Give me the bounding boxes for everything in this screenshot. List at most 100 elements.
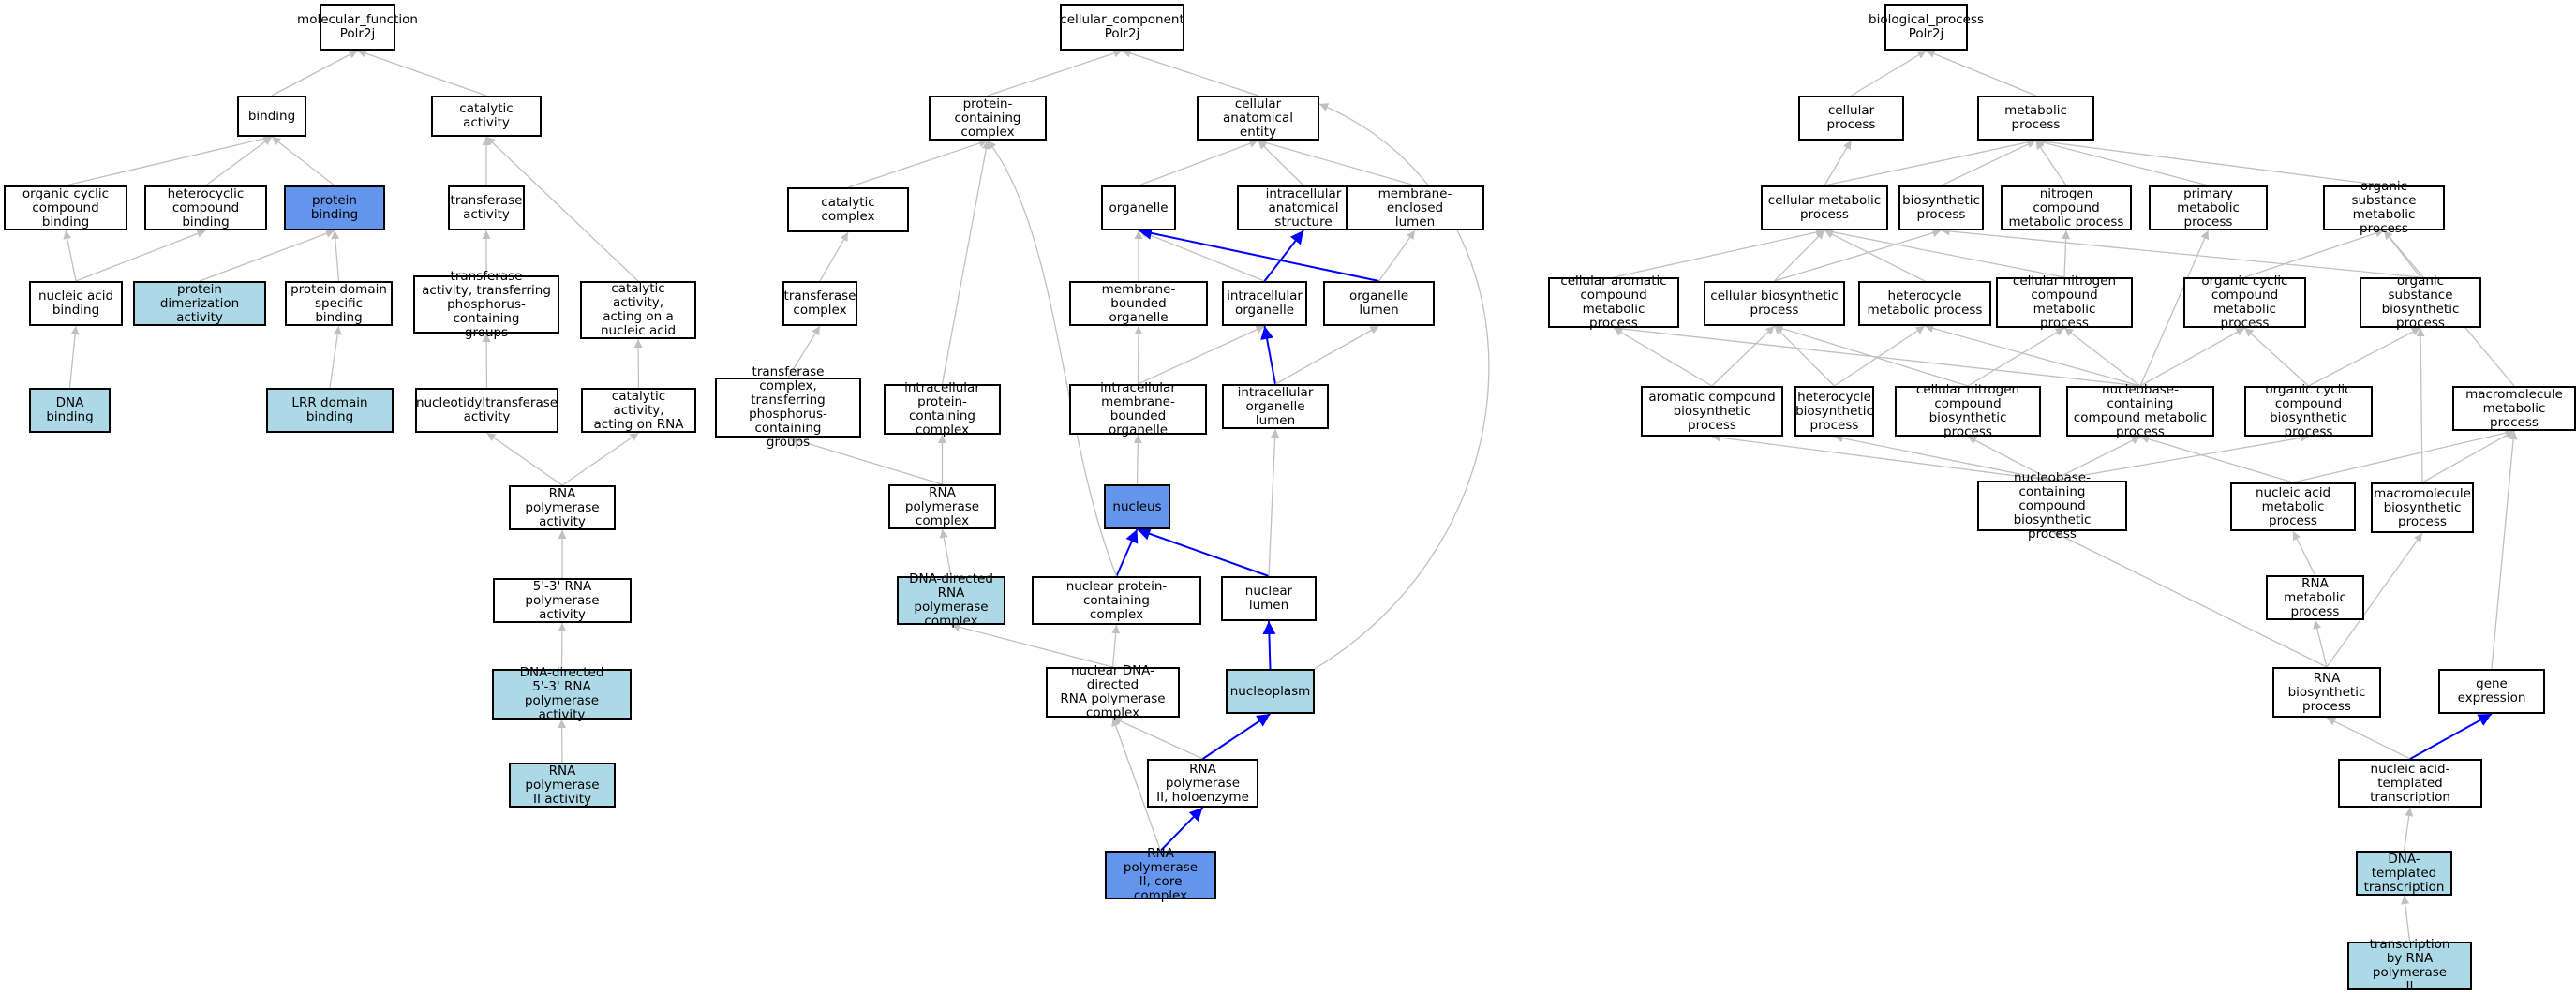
node-rnap-act[interactable]: RNA polymerase activity <box>509 485 616 530</box>
node-prim-met[interactable]: primary metabolic process <box>2149 185 2268 230</box>
node-rnap2-core[interactable]: RNA polymerase II, core complex <box>1105 847 1216 903</box>
node-nuc-lumen[interactable]: nuclear lumen <box>1221 576 1317 621</box>
edge-cat_rna-to-cat_nucacid <box>633 338 643 389</box>
node-org-cyc-bind[interactable]: organic cyclic compound binding <box>4 185 127 230</box>
node-lrr[interactable]: LRR domain binding <box>266 388 394 433</box>
node-cat-nucacid[interactable]: catalytic activity, acting on a nucleic … <box>580 281 696 339</box>
node-cell-met[interactable]: cellular metabolic process <box>1761 185 1888 230</box>
node-prot-bind[interactable]: protein binding <box>284 185 385 230</box>
node-het-bind[interactable]: heterocyclic compound binding <box>144 185 267 230</box>
node-dd-rnap-complex[interactable]: DNA-directed RNA polymerase complex <box>897 572 1005 629</box>
edge-arom_biosyn-to-cell_arom_met <box>1613 327 1713 387</box>
node-organelle[interactable]: organelle <box>1101 185 1176 230</box>
edge-intra_org_lumen-to-org_lumen <box>1274 325 1379 385</box>
edge-hetcyc_biosyn-to-hetcyc_met <box>1834 325 1926 387</box>
node-cc-root[interactable]: cellular_component Polr2j <box>1060 4 1184 51</box>
node-arom-biosyn[interactable]: aromatic compound biosynthetic process <box>1641 386 1783 437</box>
node-org-cyc-biosyn[interactable]: organic cyclic compound biosynthetic pro… <box>2244 383 2373 439</box>
node-prot-domain[interactable]: protein domain specific binding <box>285 281 393 326</box>
node-binding[interactable]: binding <box>237 96 306 137</box>
node-nucbase-biosyn[interactable]: nucleobase-containing compound biosynthe… <box>1977 470 2127 541</box>
node-mem-encl[interactable]: membrane-enclosed lumen <box>1346 185 1484 230</box>
node-cell-nitro-met[interactable]: cellular nitrogen compound metabolic pro… <box>1996 274 2133 331</box>
node-prot-complex[interactable]: protein-containing complex <box>929 96 1047 141</box>
edge-cat_nucacid-to-cat_act <box>485 136 639 282</box>
node-dna-transc[interactable]: DNA-templated transcription <box>2356 851 2452 896</box>
edge-dd_rnap_complex-to-rnap_complex <box>939 528 952 577</box>
node-macro-biosyn[interactable]: macromolecule biosynthetic process <box>2371 482 2474 533</box>
node-org-sub-met[interactable]: organic substance metabolic process <box>2323 180 2445 236</box>
edge-nucbase_met-to-hetcyc_met <box>1924 324 2141 387</box>
edge-cat_complex-to-prot_complex <box>847 139 989 188</box>
node-bp-root[interactable]: biological_process Polr2j <box>1869 4 1984 51</box>
edge-nucbase_biosyn-to-nucbase_met <box>2051 436 2141 482</box>
node-biosyn[interactable]: biosynthetic process <box>1898 185 1984 230</box>
node-dd-rnap53[interactable]: DNA-directed 5'-3' RNA polymerase activi… <box>492 666 632 722</box>
node-nuc-prot-complex[interactable]: nuclear protein-containing complex <box>1032 576 1201 625</box>
node-transferase-act[interactable]: transferase activity <box>448 185 525 230</box>
node-mem-bound-org[interactable]: membrane-bounded organelle <box>1069 281 1208 326</box>
edge-nuc_prot_complex-to-prot_complex <box>987 140 1118 577</box>
node-nucleoplasm[interactable]: nucleoplasm <box>1226 669 1315 714</box>
node-intra-org[interactable]: intracellular organelle <box>1222 281 1307 326</box>
node-nuc-acid-bind[interactable]: nucleic acid binding <box>29 281 123 326</box>
node-rna-met[interactable]: RNA metabolic process <box>2266 575 2364 620</box>
node-rnap53[interactable]: 5'-3' RNA polymerase activity <box>493 578 632 623</box>
node-rnap-complex[interactable]: RNA polymerase complex <box>888 484 996 529</box>
edge-intra_mem_org-to-intra_org <box>1138 325 1265 385</box>
edge-rnap_complex-to-transf_complex_phos <box>787 436 943 485</box>
node-rnap2-holo[interactable]: RNA polymerase II, holoenzyme <box>1147 759 1258 808</box>
node-gene-expr[interactable]: gene expression <box>2438 669 2545 714</box>
node-nucleotidyl[interactable]: nucleotidyltransferase activity <box>415 388 558 433</box>
node-nitro-met[interactable]: nitrogen compound metabolic process <box>2001 185 2132 230</box>
edge-nucleoplasm-to-nuc_lumen <box>1262 620 1276 670</box>
edge-prot_domain-to-prot_bind <box>331 230 340 282</box>
edge-nucbase_biosyn-to-arom_biosyn <box>1711 433 2053 482</box>
node-mf-root[interactable]: molecular_function Polr2j <box>297 4 418 51</box>
node-nucleus[interactable]: nucleus <box>1104 484 1170 529</box>
node-intra-mem-org[interactable]: intracellular membrane-bounded organelle <box>1069 381 1207 438</box>
node-org-cyc-met[interactable]: organic cyclic compound metabolic proces… <box>2183 274 2306 331</box>
node-cell-anat[interactable]: cellular anatomical entity <box>1197 96 1319 141</box>
edge-nucbase_biosyn-to-hetcyc_biosyn <box>1834 434 2053 482</box>
node-met-proc[interactable]: metabolic process <box>1977 96 2094 141</box>
node-cell-nitro-biosyn[interactable]: cellular nitrogen compound biosynthetic … <box>1895 383 2041 439</box>
edge-org_cyc_met-to-org_sub_met <box>2244 229 2385 278</box>
node-hetcyc-met[interactable]: heterocycle metabolic process <box>1858 281 1991 326</box>
node-cell-proc[interactable]: cellular process <box>1798 96 1904 141</box>
edge-org_sub_met-to-met_proc <box>2035 137 2385 186</box>
node-dna-bind[interactable]: DNA binding <box>29 388 111 433</box>
edge-nucbase_met-to-org_cyc_met <box>2139 327 2245 387</box>
node-cat-rna[interactable]: catalytic activity, acting on RNA <box>581 388 696 433</box>
edge-dna_bind-to-nuc_acid_bind <box>68 325 80 389</box>
node-macro-met[interactable]: macromolecule metabolic process <box>2452 386 2576 431</box>
node-cat-act[interactable]: catalytic activity <box>431 96 542 137</box>
node-nucbase-met[interactable]: nucleobase-containing compound metabolic… <box>2066 383 2214 439</box>
node-prot-dimer[interactable]: protein dimerization activity <box>133 281 266 326</box>
edge-nuc_lumen-to-intra_org_lumen <box>1268 428 1280 577</box>
edge-cell_biosyn-to-biosyn <box>1774 229 1942 282</box>
node-org-lumen[interactable]: organelle lumen <box>1323 281 1435 326</box>
node-hetcyc-biosyn[interactable]: heterocycle biosynthetic process <box>1794 386 1874 437</box>
node-intra-prot-complex[interactable]: intracellular protein-containing complex <box>884 381 1001 438</box>
node-transc-rnap2[interactable]: transcription by RNA polymerase II <box>2347 938 2472 994</box>
node-org-sub-biosyn[interactable]: organic substance biosynthetic process <box>2360 274 2481 331</box>
edge-rna_biosyn-to-nucbase_biosyn <box>2051 530 2328 668</box>
edge-rnap2_core-to-nuc_dd_rnap <box>1111 717 1162 852</box>
node-cat-complex[interactable]: catalytic complex <box>787 187 909 232</box>
edge-cell_met-to-cell_proc <box>1824 140 1853 186</box>
node-rna-biosyn[interactable]: RNA biosynthetic process <box>2272 667 2381 718</box>
node-cell-biosyn[interactable]: cellular biosynthetic process <box>1704 281 1845 326</box>
node-transf-complex-phos[interactable]: transferase complex, transferring phosph… <box>715 365 861 450</box>
node-nat-transc[interactable]: nucleic acid-templated transcription <box>2338 759 2482 808</box>
node-rnap2-act[interactable]: RNA polymerase II activity <box>509 763 616 808</box>
node-transf-complex[interactable]: transferase complex <box>782 281 857 326</box>
node-transf-phos[interactable]: transferase activity, transferring phosp… <box>413 269 559 339</box>
edge-intra_anat-to-cell_anat <box>1258 140 1304 186</box>
node-cell-arom-met[interactable]: cellular aromatic compound metabolic pro… <box>1548 274 1679 331</box>
node-nuc-dd-rnap[interactable]: nuclear DNA-directed RNA polymerase comp… <box>1046 664 1180 720</box>
node-nucacid-met[interactable]: nucleic acid metabolic process <box>2230 482 2356 531</box>
node-intra-org-lumen[interactable]: intracellular organelle lumen <box>1222 384 1329 429</box>
edge-cat_act-to-mf_root <box>357 49 487 96</box>
